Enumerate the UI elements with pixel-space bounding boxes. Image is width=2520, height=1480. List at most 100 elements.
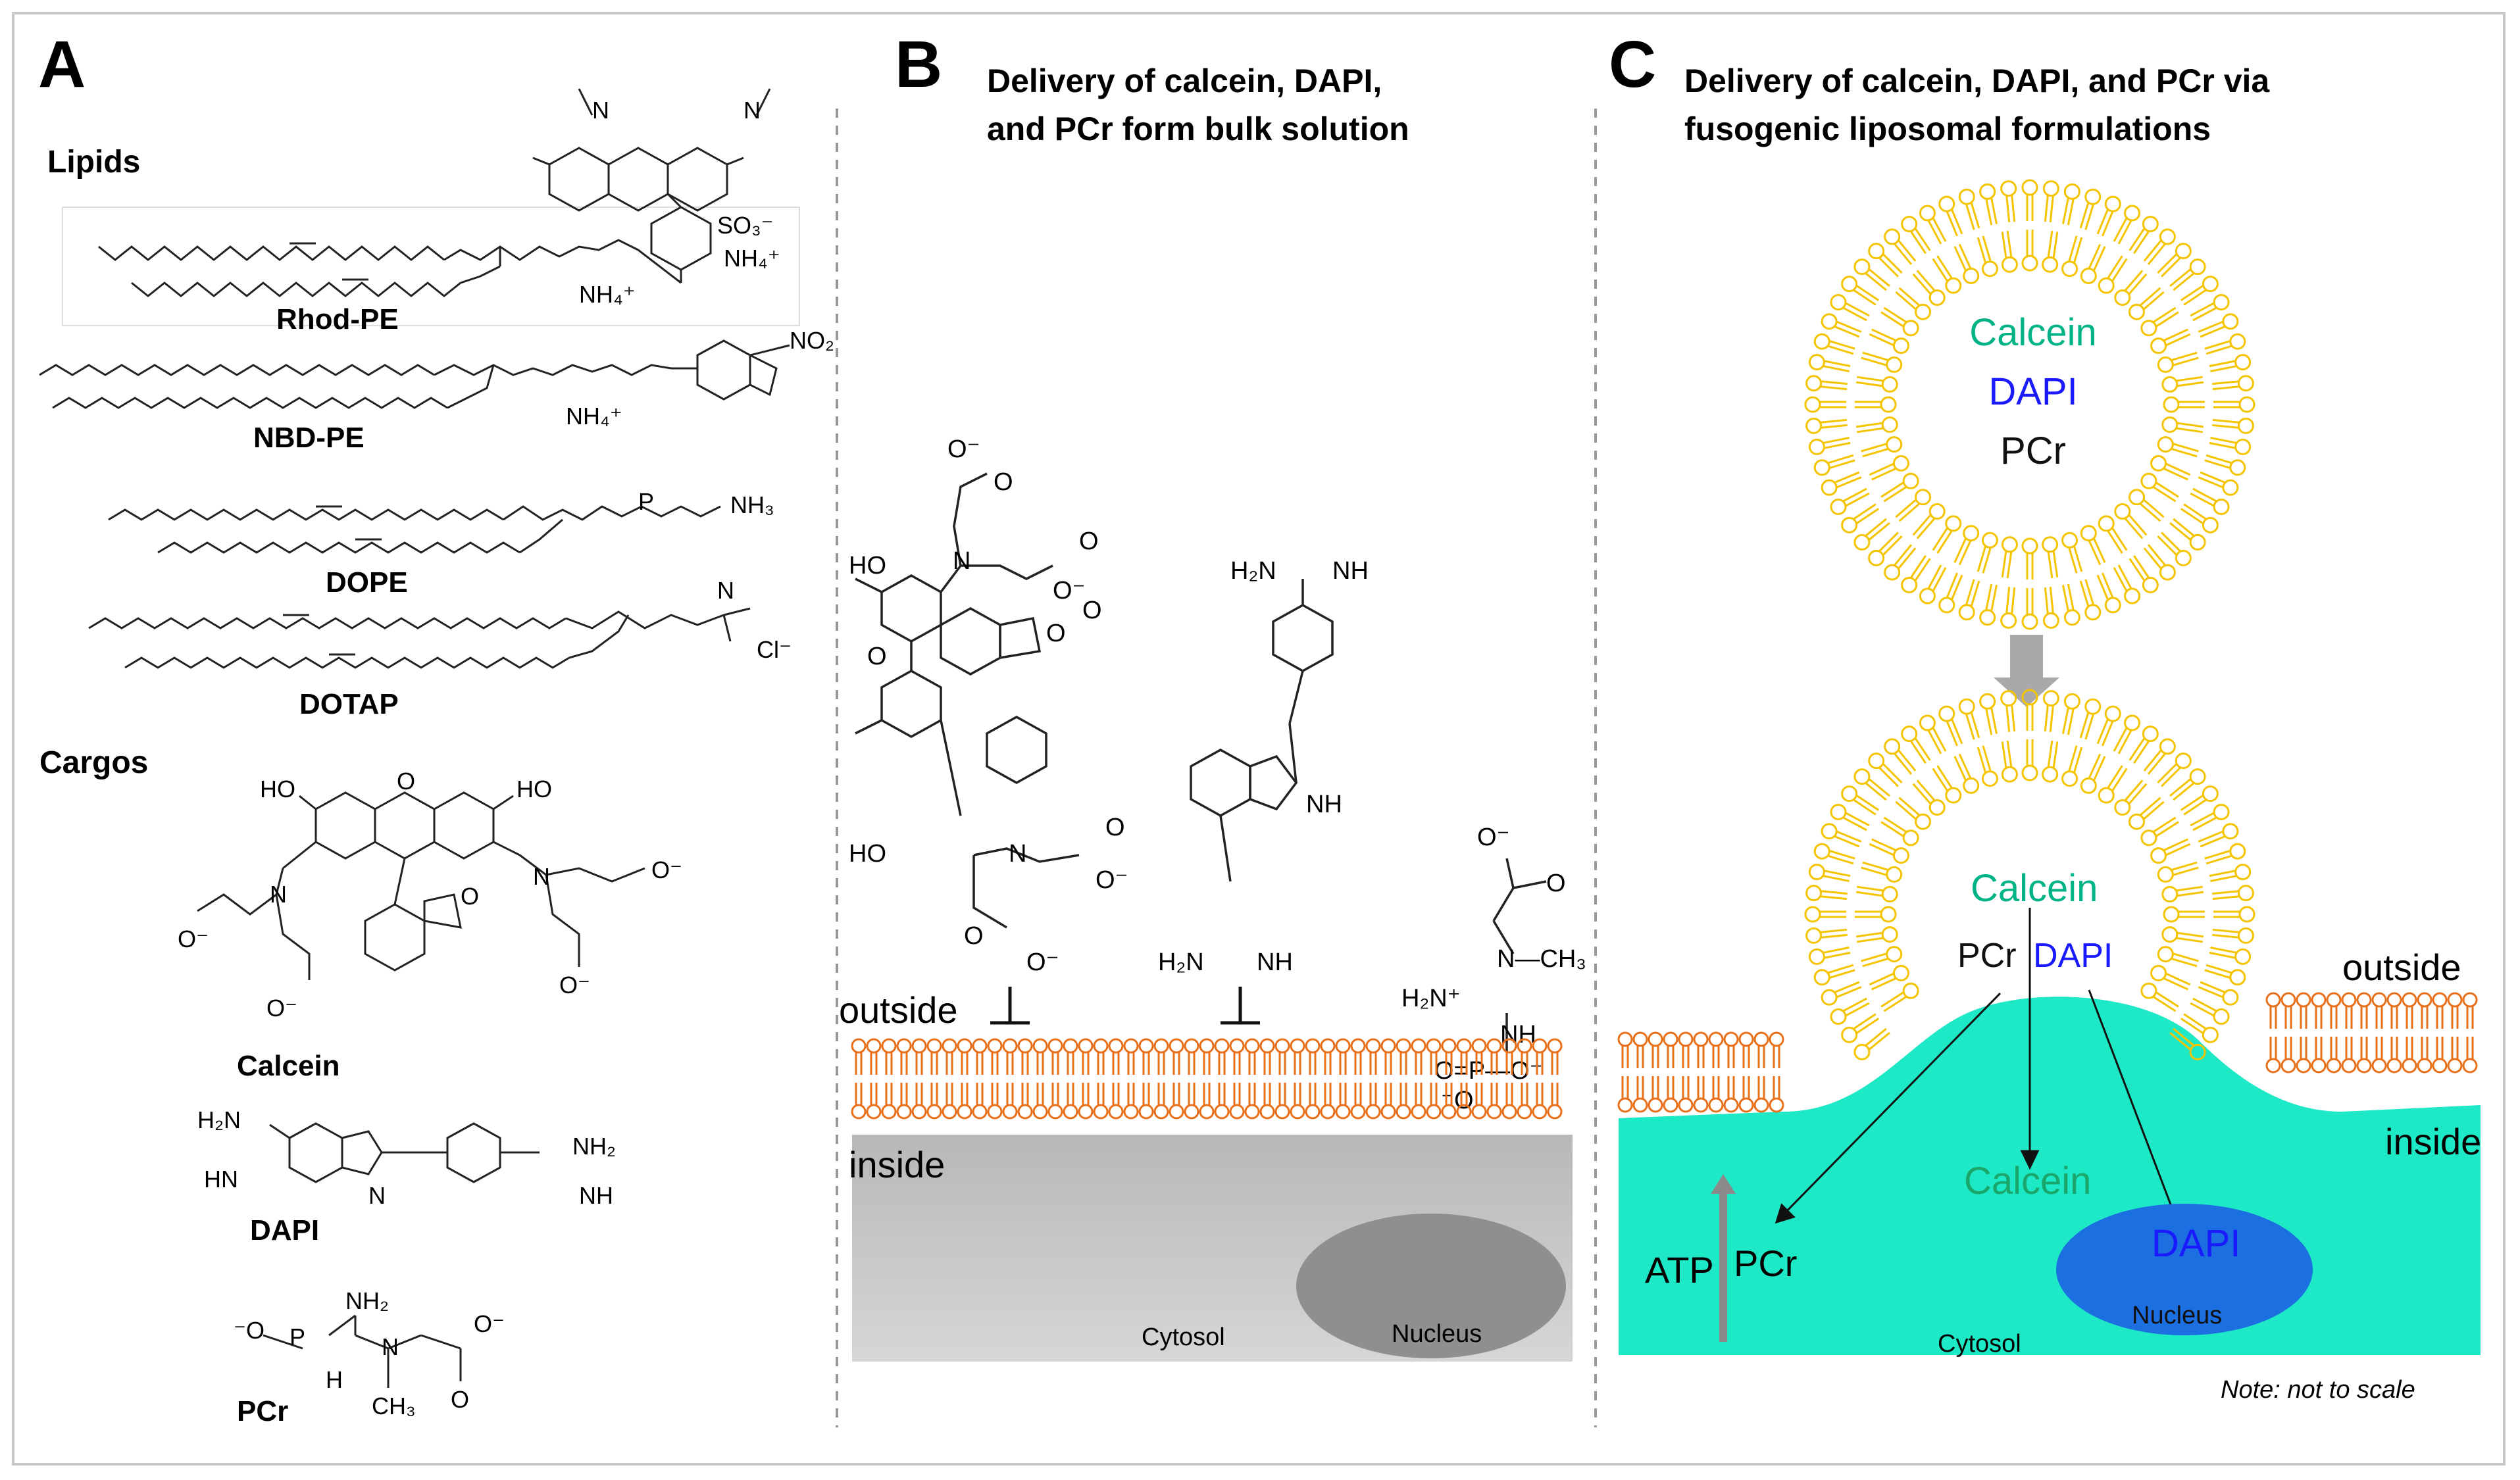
cargos-heading: Cargos [39,745,148,780]
liposome-fused-outer-lipid [1884,738,1917,775]
lipo-pcr-label: PCr [2000,430,2066,472]
calcein-b-ho-bottom: HO [849,840,886,868]
liposome-top-inner-lipid [1869,328,1909,355]
membrane-b-lipid-inner [1532,1083,1548,1120]
membrane-b-lipid-outer [1078,1038,1094,1075]
liposome-fused-outer-lipid [1841,785,1880,816]
membrane-c-left-lipid-outer [1753,1031,1769,1068]
membrane-b-lipid-outer [926,1038,942,1075]
membrane-b-lipid-inner [1305,1083,1321,1120]
liposome-top-inner-lipid [1861,436,1903,458]
pcr-b-n-ch3: N—CH₃ [1497,945,1586,973]
pcr-a-p: P [290,1323,305,1350]
liposome-fused-inner-lipid [2114,779,2148,816]
calcein-b-o-minus-top: O⁻ [947,435,980,463]
membrane-b-lipid-outer [1244,1038,1260,1075]
liposome-top-outer-lipid [2096,572,2121,614]
liposome-fused-outer-lipid [2113,714,2141,754]
membrane-b-lipid-outer [957,1038,972,1075]
panel-c: C Delivery of calcein, DAPI, and PCr via… [1609,28,2481,1404]
dotap-structure [88,607,751,669]
membrane-b-lipid-outer [1274,1038,1290,1075]
arrow-calcein-head [2020,1150,2040,1170]
lipids-heading: Lipids [47,145,140,180]
membrane-b-lipid-outer [1108,1038,1124,1075]
liposome-fused-inner-lipid [2021,739,2038,781]
liposome-top-inner-lipid [1953,243,1980,284]
dapi-b-nh-top: NH [1332,557,1369,585]
pcr-a-ch3: CH₃ [372,1393,416,1419]
liposome-fused [1804,689,2255,1060]
membrane-b-lipid-inner [1380,1083,1396,1120]
cell-pcr-label: PCr [1734,1243,1797,1284]
liposome-top-inner-lipid [1855,396,1897,413]
dapi-structure-b [1190,579,1334,882]
membrane-b-lipid-outer [1350,1038,1366,1075]
membrane-b-lipid-inner [1501,1083,1517,1120]
liposome-fused-outer-lipid [2021,689,2038,731]
liposome-top-inner-lipid [2001,230,2018,273]
membrane-c-right-lipid-outer [2417,992,2432,1029]
pcr-structure-a [263,1314,462,1388]
liposome-fused-inner-lipid [1855,926,1898,943]
membrane-b-lipid-inner [896,1083,912,1120]
pcr-a-label: PCr [237,1395,288,1427]
rhod-n-right: N [743,97,761,124]
membrane-c-right-lipid-inner [2341,1037,2357,1073]
membrane-b-lipid-inner [1093,1083,1109,1120]
panel-c-bilayer-right [2265,992,2478,1073]
liposome-fused-inner-lipid [1977,745,1998,787]
liposome-top-inner-lipid [1977,235,1998,278]
dapi-a-nh-ring: N [368,1182,386,1209]
membrane-b-lipid-outer [1093,1038,1109,1075]
liposome-top-outer-lipid [1958,188,1980,230]
membrane-c-left-lipid-inner [1769,1076,1784,1113]
panel-b-inside-label: inside [849,1144,945,1185]
liposome-fused-inner-lipid [2161,885,2204,902]
membrane-b-lipid-inner [1320,1083,1336,1120]
note-label: Note: not to scale [2221,1376,2415,1404]
membrane-c-left-lipid-outer [1769,1031,1784,1068]
membrane-b-lipid-inner [1441,1083,1457,1120]
liposome-fused-outer-lipid [1808,864,1851,882]
membrane-c-right-lipid-outer [2447,992,2463,1029]
liposome-fused-inner-lipid [1855,885,1898,902]
membrane-b-lipid-inner [1138,1083,1154,1120]
calcein-a-n-left: N [270,881,287,908]
liposome-top-inner-lipid [1861,351,1903,373]
liposome-top-inner-lipid [1880,307,1919,337]
liposome-top-outer-lipid [2204,454,2246,476]
membrane-b-lipid-inner [1002,1083,1018,1120]
liposome-top-inner-lipid [2001,536,2018,579]
membrane-c-left-lipid-outer [1708,1031,1724,1068]
calcein-b-ho-top: HO [849,552,886,580]
liposome-top-inner-lipid [2140,307,2179,337]
nbd-pe-structure [39,339,790,409]
liposome-top-outer-lipid [1919,205,1947,245]
liposome-top-inner-lipid [2061,531,2083,574]
liposome-top-outer-lipid [1979,183,1998,226]
membrane-b-lipid-inner [911,1083,927,1120]
membrane-b-lipid-outer [1365,1038,1381,1075]
membrane-c-right-lipid-outer [2356,992,2372,1029]
liposome-fused-inner-lipid [2128,797,2165,830]
membrane-b-lipid-inner [1486,1083,1502,1120]
membrane-c-right-lipid-inner [2296,1037,2311,1073]
calcein-b-o-ring: O [1082,597,1102,624]
dapi-b-h2n-bottom: H₂N [1158,949,1204,976]
liposome-top-outer-lipid [1979,583,1998,626]
membrane-c-left-lipid-inner [1678,1076,1694,1113]
nbd-no2-label: NO₂ [790,327,834,354]
dapi-a-label: DAPI [250,1214,319,1246]
liposome-fused-inner-lipid [1932,765,1962,804]
liposome-top-outer-lipid [1841,503,1880,533]
panel-b-letter: B [895,28,942,101]
liposome-fused-outer-lipid [2042,690,2059,732]
liposome-top-inner-lipid [2128,287,2165,320]
membrane-b-lipid-inner [1047,1083,1063,1120]
rhod-so3-label: SO₃⁻ [717,212,774,239]
membrane-c-right-lipid-inner [2402,1037,2417,1073]
membrane-b-lipid-outer [1017,1038,1033,1075]
panel-b-cytosol-label: Cytosol [1142,1323,1225,1351]
membrane-b-lipid-inner [1259,1083,1275,1120]
